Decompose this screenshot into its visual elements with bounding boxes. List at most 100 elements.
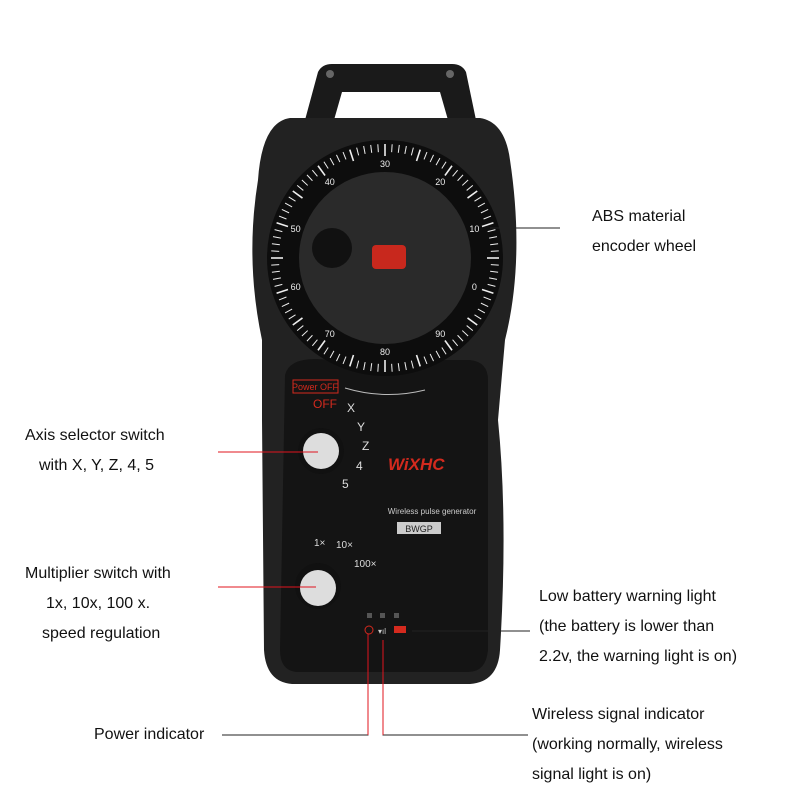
dial-tick [452, 169, 459, 177]
dial-tick [483, 296, 492, 301]
axis-5-label: 5 [342, 477, 349, 491]
dial-tick [301, 179, 309, 186]
dial-tick [452, 339, 459, 347]
callout-line: Wireless signal indicator [532, 706, 705, 723]
product-name: Wireless pulse generator [388, 507, 477, 516]
dial-tick [363, 362, 366, 371]
dial-tick [435, 350, 441, 359]
dial-tick [377, 144, 379, 153]
dial-tick [317, 165, 326, 176]
dial-tick [329, 157, 335, 166]
dial-tick [444, 165, 453, 176]
dial-tick [274, 283, 283, 287]
dial-tick [481, 288, 494, 294]
brand-logo: WiXHC [388, 455, 445, 474]
signal-icon: ▾ıl [378, 627, 386, 636]
callout-line: Low battery warning light [539, 588, 716, 605]
dial-tick [296, 325, 304, 332]
dial-tick [441, 161, 447, 169]
dial-ticks [271, 144, 499, 372]
dial-tick [457, 174, 464, 182]
battery-callout: Low battery warning light (the battery i… [539, 582, 737, 672]
dial-tick [490, 270, 499, 273]
dial-tick [271, 270, 280, 273]
dial-tick [487, 283, 496, 287]
power-off-text: Power OFF [292, 382, 339, 392]
callout-line: 1x, 10x, 100 x. [46, 595, 151, 612]
dial-number: 90 [435, 329, 445, 339]
callout-line: ABS material [592, 208, 686, 225]
screw-icon [446, 70, 454, 78]
dial-tick [292, 317, 303, 326]
dial-tick [474, 196, 482, 202]
dial-tick [391, 144, 393, 153]
dial-tick [370, 363, 373, 372]
dial-tick [415, 149, 421, 162]
dial-tick [423, 151, 428, 160]
callout-line: signal light is on) [532, 766, 652, 783]
dial-tick [306, 174, 313, 182]
dial-tick [489, 277, 498, 280]
dial-tick [284, 202, 293, 208]
dial-tick [329, 350, 335, 359]
callout-line: with X, Y, Z, 4, 5 [39, 457, 155, 474]
callout-line: (the battery is lower than [539, 618, 715, 635]
mult-100x-label: 100× [354, 559, 377, 570]
dial-tick [292, 190, 303, 199]
center-logo [372, 245, 406, 269]
power-off-badge [292, 379, 339, 394]
dial-tick [281, 302, 290, 307]
dial-tick [429, 154, 434, 163]
screw-icon [326, 70, 334, 78]
dial-tick [278, 215, 287, 220]
dial-tick [317, 340, 326, 351]
dial-tick [477, 308, 486, 314]
dial-tick [301, 330, 309, 337]
dial-number: 60 [291, 282, 301, 292]
dial-tick [490, 250, 499, 252]
dial-tick [423, 356, 428, 365]
dial-tick [377, 363, 379, 372]
dial-number: 70 [325, 329, 335, 339]
power-icon [364, 625, 374, 635]
dial-tick [474, 314, 482, 320]
dial-tick [272, 277, 281, 280]
dial-tick [441, 347, 447, 355]
model-label: BWGP [405, 524, 433, 534]
callout-line: speed regulation [42, 625, 161, 642]
dial-tick [323, 161, 329, 169]
mult-1x-label: 1× [314, 538, 326, 549]
dial-tick [356, 360, 360, 369]
dial-tick [435, 157, 441, 166]
dial-tick [271, 243, 280, 246]
dial-tick [278, 296, 287, 301]
dial-tick [271, 250, 280, 252]
dial-tick [483, 215, 492, 220]
dial-tick [467, 190, 478, 199]
axis-z-label: Z [362, 439, 369, 453]
dial-tick [311, 169, 318, 177]
dial-tick [466, 325, 474, 332]
callout-line: Multiplier switch with [25, 565, 171, 582]
dial-tick [444, 340, 453, 351]
off-label: OFF [313, 397, 337, 411]
dial-number: 20 [435, 177, 445, 187]
dial-tick [276, 288, 289, 294]
dial-tick [391, 363, 393, 372]
dial-tick [336, 154, 341, 163]
finger-hole [312, 228, 352, 268]
handle [305, 64, 476, 120]
callout-line: encoder wheel [592, 238, 697, 255]
dial-tick [323, 347, 329, 355]
dial-tick [429, 353, 434, 362]
dial-tick [336, 353, 341, 362]
dial-tick [477, 202, 486, 208]
dial-tick [480, 209, 489, 214]
dial-tick [397, 144, 400, 153]
dial-tick [342, 356, 347, 365]
dial-tick [311, 339, 318, 347]
multiplier-callout: Multiplier switch with 1x, 10x, 100 x. s… [25, 559, 171, 649]
dial-tick [457, 334, 464, 342]
dial-tick [489, 236, 498, 239]
